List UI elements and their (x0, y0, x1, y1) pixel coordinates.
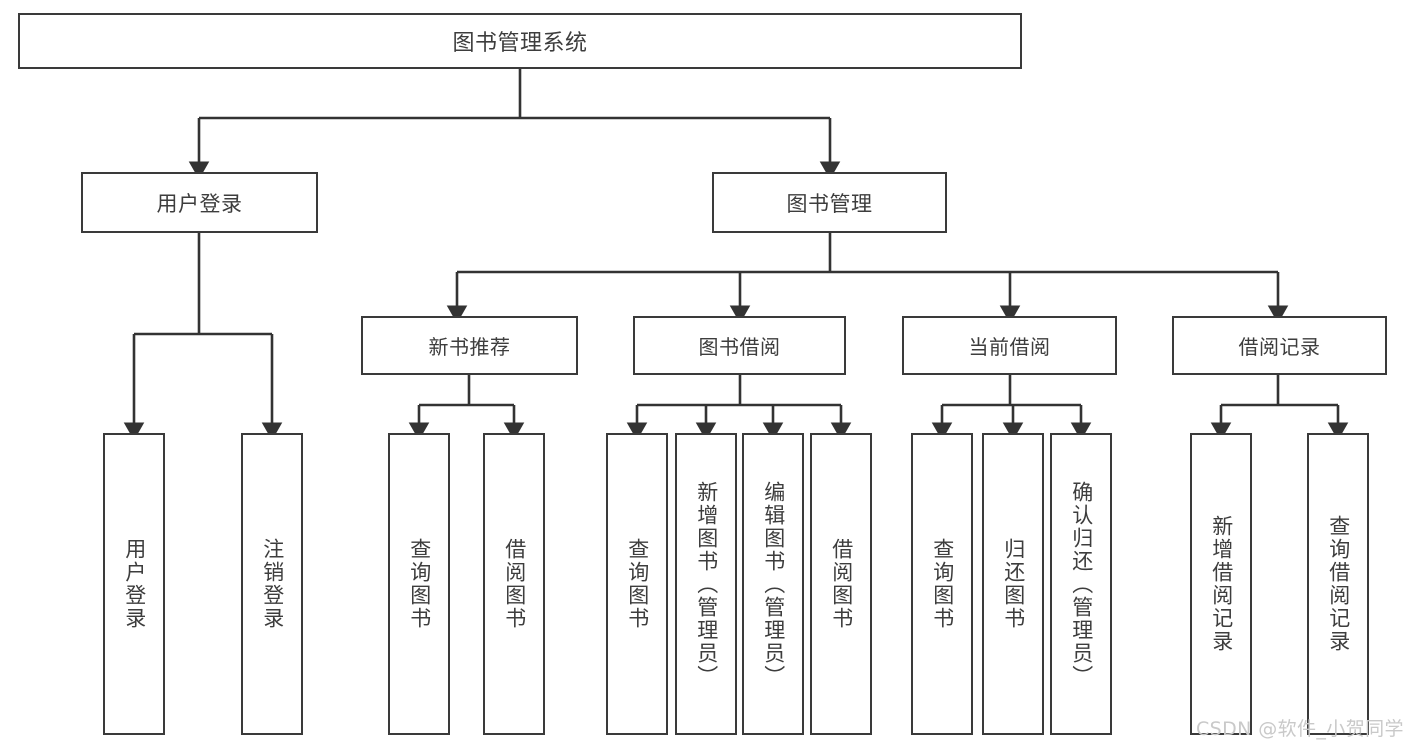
node-new-book-recommend-label: 新书推荐 (428, 335, 511, 359)
node-leaf-add-borrow-record-label: 新增借阅记录 (1209, 515, 1234, 653)
node-current-borrow[interactable]: 当前借阅 (902, 316, 1117, 375)
node-user-login-label: 用户登录 (156, 191, 243, 216)
node-leaf-query-book-1-label: 查询图书 (407, 538, 432, 630)
node-root-system[interactable]: 图书管理系统 (18, 13, 1022, 69)
node-leaf-user-login-label: 用户登录 (122, 538, 147, 630)
node-leaf-confirm-return[interactable]: 确认归还（管理员） (1050, 433, 1112, 735)
node-leaf-user-logout[interactable]: 注销登录 (241, 433, 303, 735)
node-new-book-recommend[interactable]: 新书推荐 (361, 316, 578, 375)
node-leaf-add-book-label: 新增图书（管理员） (694, 480, 719, 688)
node-current-borrow-label: 当前借阅 (968, 335, 1051, 359)
node-leaf-borrow-book-1-label: 借阅图书 (502, 538, 527, 630)
node-leaf-borrow-book-1[interactable]: 借阅图书 (483, 433, 545, 735)
node-leaf-query-book-2-label: 查询图书 (625, 538, 650, 630)
node-leaf-borrow-book-2-label: 借阅图书 (829, 538, 854, 630)
node-leaf-query-book-1[interactable]: 查询图书 (388, 433, 450, 735)
node-leaf-query-borrow-record[interactable]: 查询借阅记录 (1307, 433, 1369, 735)
node-book-manage-label: 图书管理 (786, 191, 873, 216)
watermark-text: CSDN @软件_小贺同学 (1196, 718, 1404, 740)
node-book-borrow[interactable]: 图书借阅 (633, 316, 846, 375)
node-user-login[interactable]: 用户登录 (81, 172, 318, 233)
node-leaf-edit-book[interactable]: 编辑图书（管理员） (742, 433, 804, 735)
node-book-manage[interactable]: 图书管理 (712, 172, 947, 233)
node-leaf-confirm-return-label: 确认归还（管理员） (1069, 480, 1094, 688)
node-leaf-return-book-label: 归还图书 (1001, 538, 1026, 630)
node-leaf-query-book-3-label: 查询图书 (930, 538, 955, 630)
node-leaf-add-book[interactable]: 新增图书（管理员） (675, 433, 737, 735)
node-root-label: 图书管理系统 (452, 31, 588, 56)
node-borrow-record[interactable]: 借阅记录 (1172, 316, 1387, 375)
node-leaf-query-book-3[interactable]: 查询图书 (911, 433, 973, 735)
node-leaf-query-borrow-record-label: 查询借阅记录 (1326, 515, 1351, 653)
node-book-borrow-label: 图书借阅 (698, 335, 781, 359)
node-leaf-borrow-book-2[interactable]: 借阅图书 (810, 433, 872, 735)
node-leaf-return-book[interactable]: 归还图书 (982, 433, 1044, 735)
node-leaf-query-book-2[interactable]: 查询图书 (606, 433, 668, 735)
node-leaf-edit-book-label: 编辑图书（管理员） (761, 480, 786, 688)
node-borrow-record-label: 借阅记录 (1238, 335, 1321, 359)
node-leaf-user-logout-label: 注销登录 (260, 538, 285, 630)
node-leaf-add-borrow-record[interactable]: 新增借阅记录 (1190, 433, 1252, 735)
node-leaf-user-login[interactable]: 用户登录 (103, 433, 165, 735)
